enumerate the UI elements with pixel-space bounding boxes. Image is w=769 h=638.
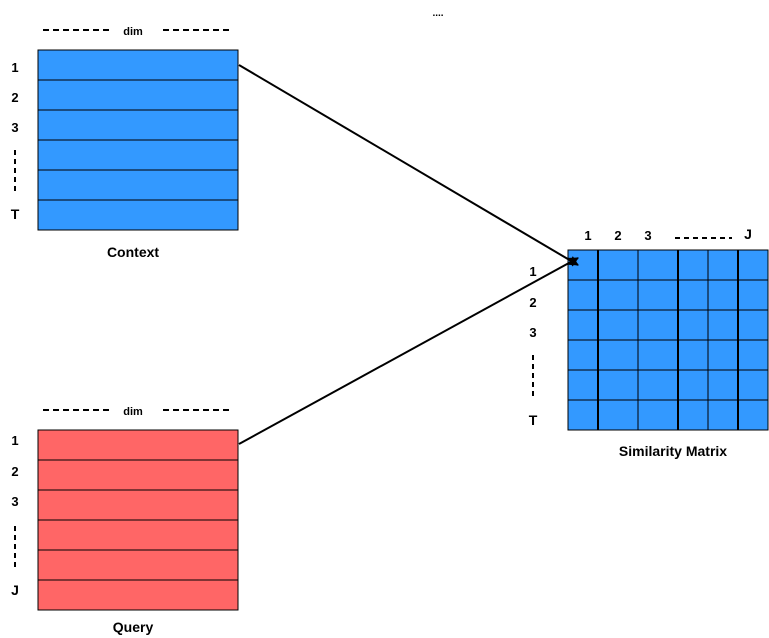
sim-cell-6-2 bbox=[597, 399, 639, 431]
sim-cell-2-4 bbox=[677, 279, 709, 311]
sim-col-label-2: 2 bbox=[614, 228, 621, 243]
sim-cell-4-4 bbox=[677, 339, 709, 371]
sim-cell-3-1 bbox=[567, 309, 599, 341]
context-to-similarity-arrow bbox=[238, 64, 579, 266]
sim-cell-1-3 bbox=[637, 249, 679, 281]
context-row-label-1: 1 bbox=[11, 60, 18, 75]
sim-cell-3-4 bbox=[677, 309, 709, 341]
sim-cell-1-1 bbox=[567, 249, 599, 281]
sim-cell-2-1 bbox=[567, 279, 599, 311]
sim-cell-5-1 bbox=[567, 369, 599, 401]
query-row-2 bbox=[37, 459, 239, 491]
query-row-1 bbox=[37, 429, 239, 461]
query-row-6 bbox=[37, 579, 239, 611]
sim-cell-3-5 bbox=[707, 309, 739, 341]
similarity-matrix bbox=[567, 249, 769, 431]
sim-col-label-1: 1 bbox=[584, 228, 591, 243]
sim-cell-1-4 bbox=[677, 249, 709, 281]
sim-cell-4-2 bbox=[597, 339, 639, 371]
sim-cell-3-6 bbox=[737, 309, 769, 341]
query-row-3 bbox=[37, 489, 239, 521]
sim-row-label-1: 1 bbox=[529, 264, 536, 279]
sim-cell-4-1 bbox=[567, 339, 599, 371]
query-matrix bbox=[37, 429, 239, 611]
query-row-label-3: 3 bbox=[11, 494, 18, 509]
context-row-1 bbox=[37, 49, 239, 81]
sim-cell-6-1 bbox=[567, 399, 599, 431]
sim-cell-2-3 bbox=[637, 279, 679, 311]
context-row-label-last: T bbox=[11, 206, 20, 222]
sim-row-label-2: 2 bbox=[529, 295, 536, 310]
query-row-label-last: J bbox=[11, 582, 19, 598]
sim-cell-3-3 bbox=[637, 309, 679, 341]
context-title: Context bbox=[107, 244, 159, 260]
query-block: dim 1 2 3 J Query bbox=[11, 406, 239, 635]
sim-cell-5-4 bbox=[677, 369, 709, 401]
similarity-block: 1 2 3 J 1 2 3 T Similarity Matrix bbox=[529, 226, 769, 459]
context-row-label-3: 3 bbox=[11, 120, 18, 135]
sim-cell-5-3 bbox=[637, 369, 679, 401]
query-row-label-1: 1 bbox=[11, 433, 18, 448]
sim-cell-5-2 bbox=[597, 369, 639, 401]
sim-cell-4-5 bbox=[707, 339, 739, 371]
sim-cell-2-2 bbox=[597, 279, 639, 311]
top-note: .... bbox=[432, 8, 443, 19]
query-row-4 bbox=[37, 519, 239, 551]
sim-cell-6-4 bbox=[677, 399, 709, 431]
context-row-5 bbox=[37, 169, 239, 201]
sim-cell-6-3 bbox=[637, 399, 679, 431]
sim-cell-2-6 bbox=[737, 279, 769, 311]
sim-cell-1-2 bbox=[597, 249, 639, 281]
context-row-2 bbox=[37, 79, 239, 111]
sim-row-label-last: T bbox=[529, 412, 538, 428]
context-row-4 bbox=[37, 139, 239, 171]
context-matrix bbox=[37, 49, 239, 231]
query-dim-label: dim bbox=[123, 406, 143, 418]
context-dim-label: dim bbox=[123, 26, 143, 38]
sim-row-label-3: 3 bbox=[529, 325, 536, 340]
sim-cell-1-6 bbox=[737, 249, 769, 281]
sim-col-label-3: 3 bbox=[644, 228, 651, 243]
sim-cell-4-6 bbox=[737, 339, 769, 371]
query-row-label-2: 2 bbox=[11, 464, 18, 479]
context-row-6 bbox=[37, 199, 239, 231]
sim-cell-3-2 bbox=[597, 309, 639, 341]
sim-cell-2-5 bbox=[707, 279, 739, 311]
sim-col-label-last: J bbox=[744, 226, 752, 242]
sim-cell-6-6 bbox=[737, 399, 769, 431]
sim-cell-5-5 bbox=[707, 369, 739, 401]
context-row-label-2: 2 bbox=[11, 90, 18, 105]
sim-cell-1-5 bbox=[707, 249, 739, 281]
context-row-3 bbox=[37, 109, 239, 141]
sim-cell-4-3 bbox=[637, 339, 679, 371]
context-block: dim 1 2 3 T Context bbox=[11, 26, 239, 260]
similarity-title: Similarity Matrix bbox=[619, 443, 727, 459]
query-row-5 bbox=[37, 549, 239, 581]
sim-cell-5-6 bbox=[737, 369, 769, 401]
query-to-similarity-arrow bbox=[238, 257, 579, 445]
query-title: Query bbox=[113, 619, 154, 635]
sim-cell-6-5 bbox=[707, 399, 739, 431]
